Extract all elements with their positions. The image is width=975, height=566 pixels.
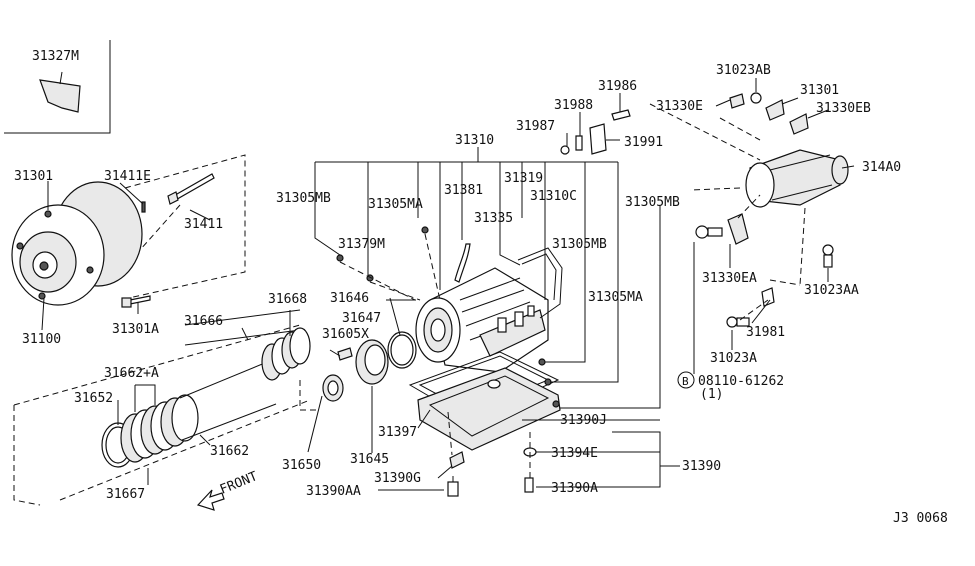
seal-31650[interactable] — [322, 374, 344, 402]
drain-plug-31390G[interactable] — [449, 451, 465, 469]
leader-lines — [41, 78, 855, 491]
label-31645[interactable]: 31645 — [350, 452, 389, 467]
bolt-31023AA[interactable] — [822, 244, 834, 268]
label-31301A[interactable]: 31301A — [112, 322, 159, 337]
bracket-31330EA[interactable] — [695, 213, 749, 245]
front-arrow-icon — [196, 489, 225, 511]
parts-31986-31991[interactable] — [560, 109, 631, 155]
label-31646[interactable]: 31646 — [330, 291, 369, 306]
dash-lines-center — [339, 233, 531, 478]
label-31335[interactable]: 31335 — [474, 211, 513, 226]
diagram-ref: J3 0068 — [893, 511, 948, 526]
label-31301-right[interactable]: 31301 — [800, 83, 839, 98]
bracket-31301-right[interactable] — [765, 99, 785, 121]
dash-box-mid — [299, 380, 320, 411]
label-31991[interactable]: 31991 — [624, 135, 663, 150]
label-31647[interactable]: 31647 — [342, 311, 381, 326]
clutch-plates-31668[interactable] — [261, 327, 311, 381]
label-31390[interactable]: 31390 — [682, 459, 721, 474]
bolt-31023AB[interactable] — [729, 92, 762, 109]
label-31310[interactable]: 31310 — [455, 133, 494, 148]
label-31667[interactable]: 31667 — [106, 487, 145, 502]
label-31305MB-1[interactable]: 31305MB — [276, 191, 331, 206]
label-31397[interactable]: 31397 — [378, 425, 417, 440]
label-31379M[interactable]: 31379M — [338, 237, 385, 252]
label-31650[interactable]: 31650 — [282, 458, 321, 473]
inset-box — [4, 40, 111, 134]
label-bolt-code[interactable]: 08110-61262 — [698, 374, 784, 389]
label-31305MB-2[interactable]: 31305MB — [625, 195, 680, 210]
label-31305MA-1[interactable]: 31305MA — [368, 197, 423, 212]
label-bolt-qty: (1) — [700, 387, 723, 402]
transmission-case-31310[interactable] — [415, 267, 549, 373]
label-31988[interactable]: 31988 — [554, 98, 593, 113]
label-31390A[interactable]: 31390A — [551, 481, 598, 496]
circle-b-letter: B — [682, 375, 689, 388]
label-31390J[interactable]: 31390J — [560, 413, 607, 428]
label-31411[interactable]: 31411 — [184, 217, 223, 232]
bolt-31023A[interactable] — [726, 316, 750, 328]
extension-housing-314A0[interactable] — [745, 149, 849, 208]
label-31301-left[interactable]: 31301 — [14, 169, 53, 184]
label-31987[interactable]: 31987 — [516, 119, 555, 134]
label-31390AA[interactable]: 31390AA — [306, 484, 361, 499]
label-31305MA-2[interactable]: 31305MA — [588, 290, 643, 305]
label-31981[interactable]: 31981 — [746, 325, 785, 340]
label-31023A[interactable]: 31023A — [710, 351, 757, 366]
label-31394E[interactable]: 31394E — [551, 446, 598, 461]
label-31330EA[interactable]: 31330EA — [702, 271, 757, 286]
label-31666[interactable]: 31666 — [184, 314, 223, 329]
converter-dash-box — [119, 154, 246, 301]
bolt-31981[interactable] — [761, 287, 775, 307]
vent-tube-31381[interactable] — [454, 243, 471, 283]
label-31023AA[interactable]: 31023AA — [804, 283, 859, 298]
label-31986[interactable]: 31986 — [598, 79, 637, 94]
label-31390G[interactable]: 31390G — [374, 471, 421, 486]
label-31605X[interactable]: 31605X — [322, 327, 369, 342]
label-31305MB-3[interactable]: 31305MB — [552, 237, 607, 252]
label-31327M[interactable]: 31327M — [32, 49, 79, 64]
label-31652[interactable]: 31652 — [74, 391, 113, 406]
label-31381[interactable]: 31381 — [444, 183, 483, 198]
drain-bolt-31390AA[interactable] — [447, 476, 459, 497]
circle-b-icon — [677, 371, 695, 389]
torque-converter[interactable] — [11, 181, 143, 306]
label-31662-a[interactable]: 31662+A — [104, 366, 159, 381]
clutch-drum-31666[interactable] — [179, 359, 277, 441]
front-label: FRONT — [218, 469, 260, 498]
pump-shaft-31411[interactable] — [141, 173, 215, 213]
label-314A0[interactable]: 314A0 — [862, 160, 901, 175]
spacer-31605X[interactable] — [337, 347, 353, 361]
bolt-31301A[interactable] — [121, 295, 151, 308]
label-31100[interactable]: 31100 — [22, 332, 61, 347]
label-31023AB[interactable]: 31023AB — [716, 63, 771, 78]
gasket-31647[interactable] — [387, 331, 417, 369]
label-31310C[interactable]: 31310C — [530, 189, 577, 204]
part-labels: 31327M 31301 31411E 31411 31100 31301A 3… — [14, 49, 948, 526]
label-31668[interactable]: 31668 — [268, 292, 307, 307]
bolt-31390A[interactable] — [524, 477, 534, 493]
label-31319[interactable]: 31319 — [504, 171, 543, 186]
label-31330EB[interactable]: 31330EB — [816, 101, 871, 116]
bracket-31330EB[interactable] — [789, 113, 809, 135]
label-31330E[interactable]: 31330E — [656, 99, 703, 114]
label-31411E[interactable]: 31411E — [104, 169, 151, 184]
clutch-plates-31662[interactable] — [120, 394, 199, 463]
oil-pump-31645[interactable] — [355, 339, 389, 385]
label-31662[interactable]: 31662 — [210, 444, 249, 459]
oil-pan-31390[interactable] — [417, 367, 561, 451]
rear-gasket-31335[interactable] — [517, 247, 563, 319]
clutch-dash-region — [13, 309, 311, 506]
dash-lines-right — [649, 103, 806, 321]
